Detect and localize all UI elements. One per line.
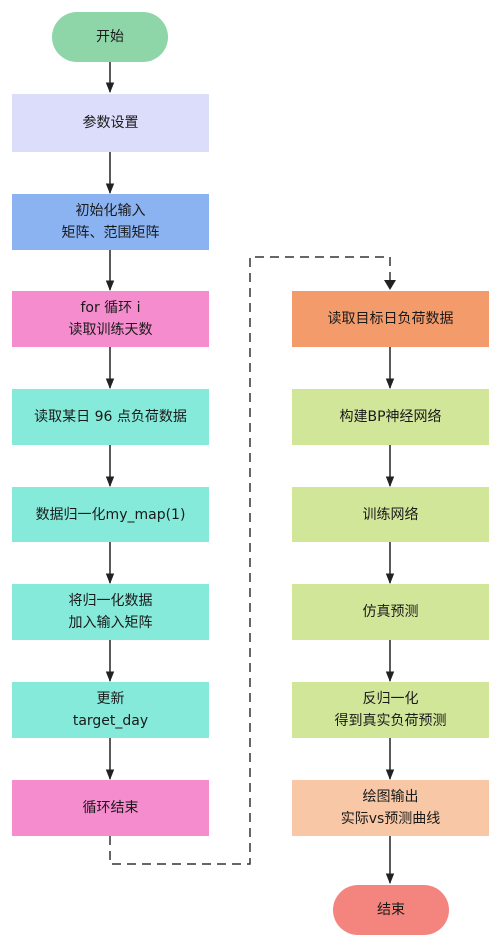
add-matrix-line2: 加入输入矩阵 <box>68 615 153 631</box>
add-matrix-box: 将归一化数据 加入输入矩阵 <box>12 584 209 640</box>
start-label: 开始 <box>96 29 124 45</box>
loop-end-box: 循环结束 <box>12 780 209 836</box>
denormalize-box: 反归一化 得到真实负荷预测 <box>292 682 489 738</box>
add-matrix-line1: 将归一化数据 <box>68 593 153 609</box>
read-day-box: 读取某日 96 点负荷数据 <box>12 389 209 445</box>
dashed-connector-loopend-to-target <box>109 256 391 865</box>
denormalize-line1: 反归一化 <box>362 691 419 707</box>
end-label: 结束 <box>377 902 405 918</box>
loop-end-label: 循环结束 <box>82 800 139 816</box>
denormalize-line2: 得到真实负荷预测 <box>334 713 447 729</box>
init-input-line1: 初始化输入 <box>75 203 146 219</box>
for-loop-line2: 读取训练天数 <box>68 322 153 338</box>
for-loop-box: for 循环 i 读取训练天数 <box>12 291 209 347</box>
update-line1: 更新 <box>96 691 125 707</box>
update-box: 更新 target_day <box>12 682 209 738</box>
build-bp-label: 构建BP神经网络 <box>339 409 442 425</box>
normalize-label: 数据归一化my_map(1) <box>35 506 186 523</box>
read-target-box: 读取目标日负荷数据 <box>292 291 489 347</box>
update-line2: target_day <box>72 713 149 729</box>
for-loop-line1: for 循环 i <box>80 300 141 316</box>
param-setup-box: 参数设置 <box>12 94 209 152</box>
init-input-box: 初始化输入 矩阵、范围矩阵 <box>12 194 209 250</box>
start-terminal: 开始 <box>52 12 168 62</box>
normalize-box: 数据归一化my_map(1) <box>12 487 209 542</box>
plot-line1: 绘图输出 <box>362 789 419 805</box>
plot-box: 绘图输出 实际vs预测曲线 <box>292 780 489 836</box>
simulate-box: 仿真预测 <box>292 584 489 640</box>
train-box: 训练网络 <box>292 487 489 542</box>
train-label: 训练网络 <box>362 506 419 523</box>
read-target-label: 读取目标日负荷数据 <box>327 311 454 327</box>
dashed-connector-arrowhead <box>384 280 396 290</box>
param-setup-label: 参数设置 <box>82 115 139 131</box>
end-terminal: 结束 <box>333 885 449 935</box>
plot-line2: 实际vs预测曲线 <box>340 811 441 827</box>
init-input-line2: 矩阵、范围矩阵 <box>61 225 160 241</box>
read-day-label: 读取某日 96 点负荷数据 <box>34 409 187 425</box>
build-bp-box: 构建BP神经网络 <box>292 389 489 445</box>
simulate-label: 仿真预测 <box>362 604 419 620</box>
